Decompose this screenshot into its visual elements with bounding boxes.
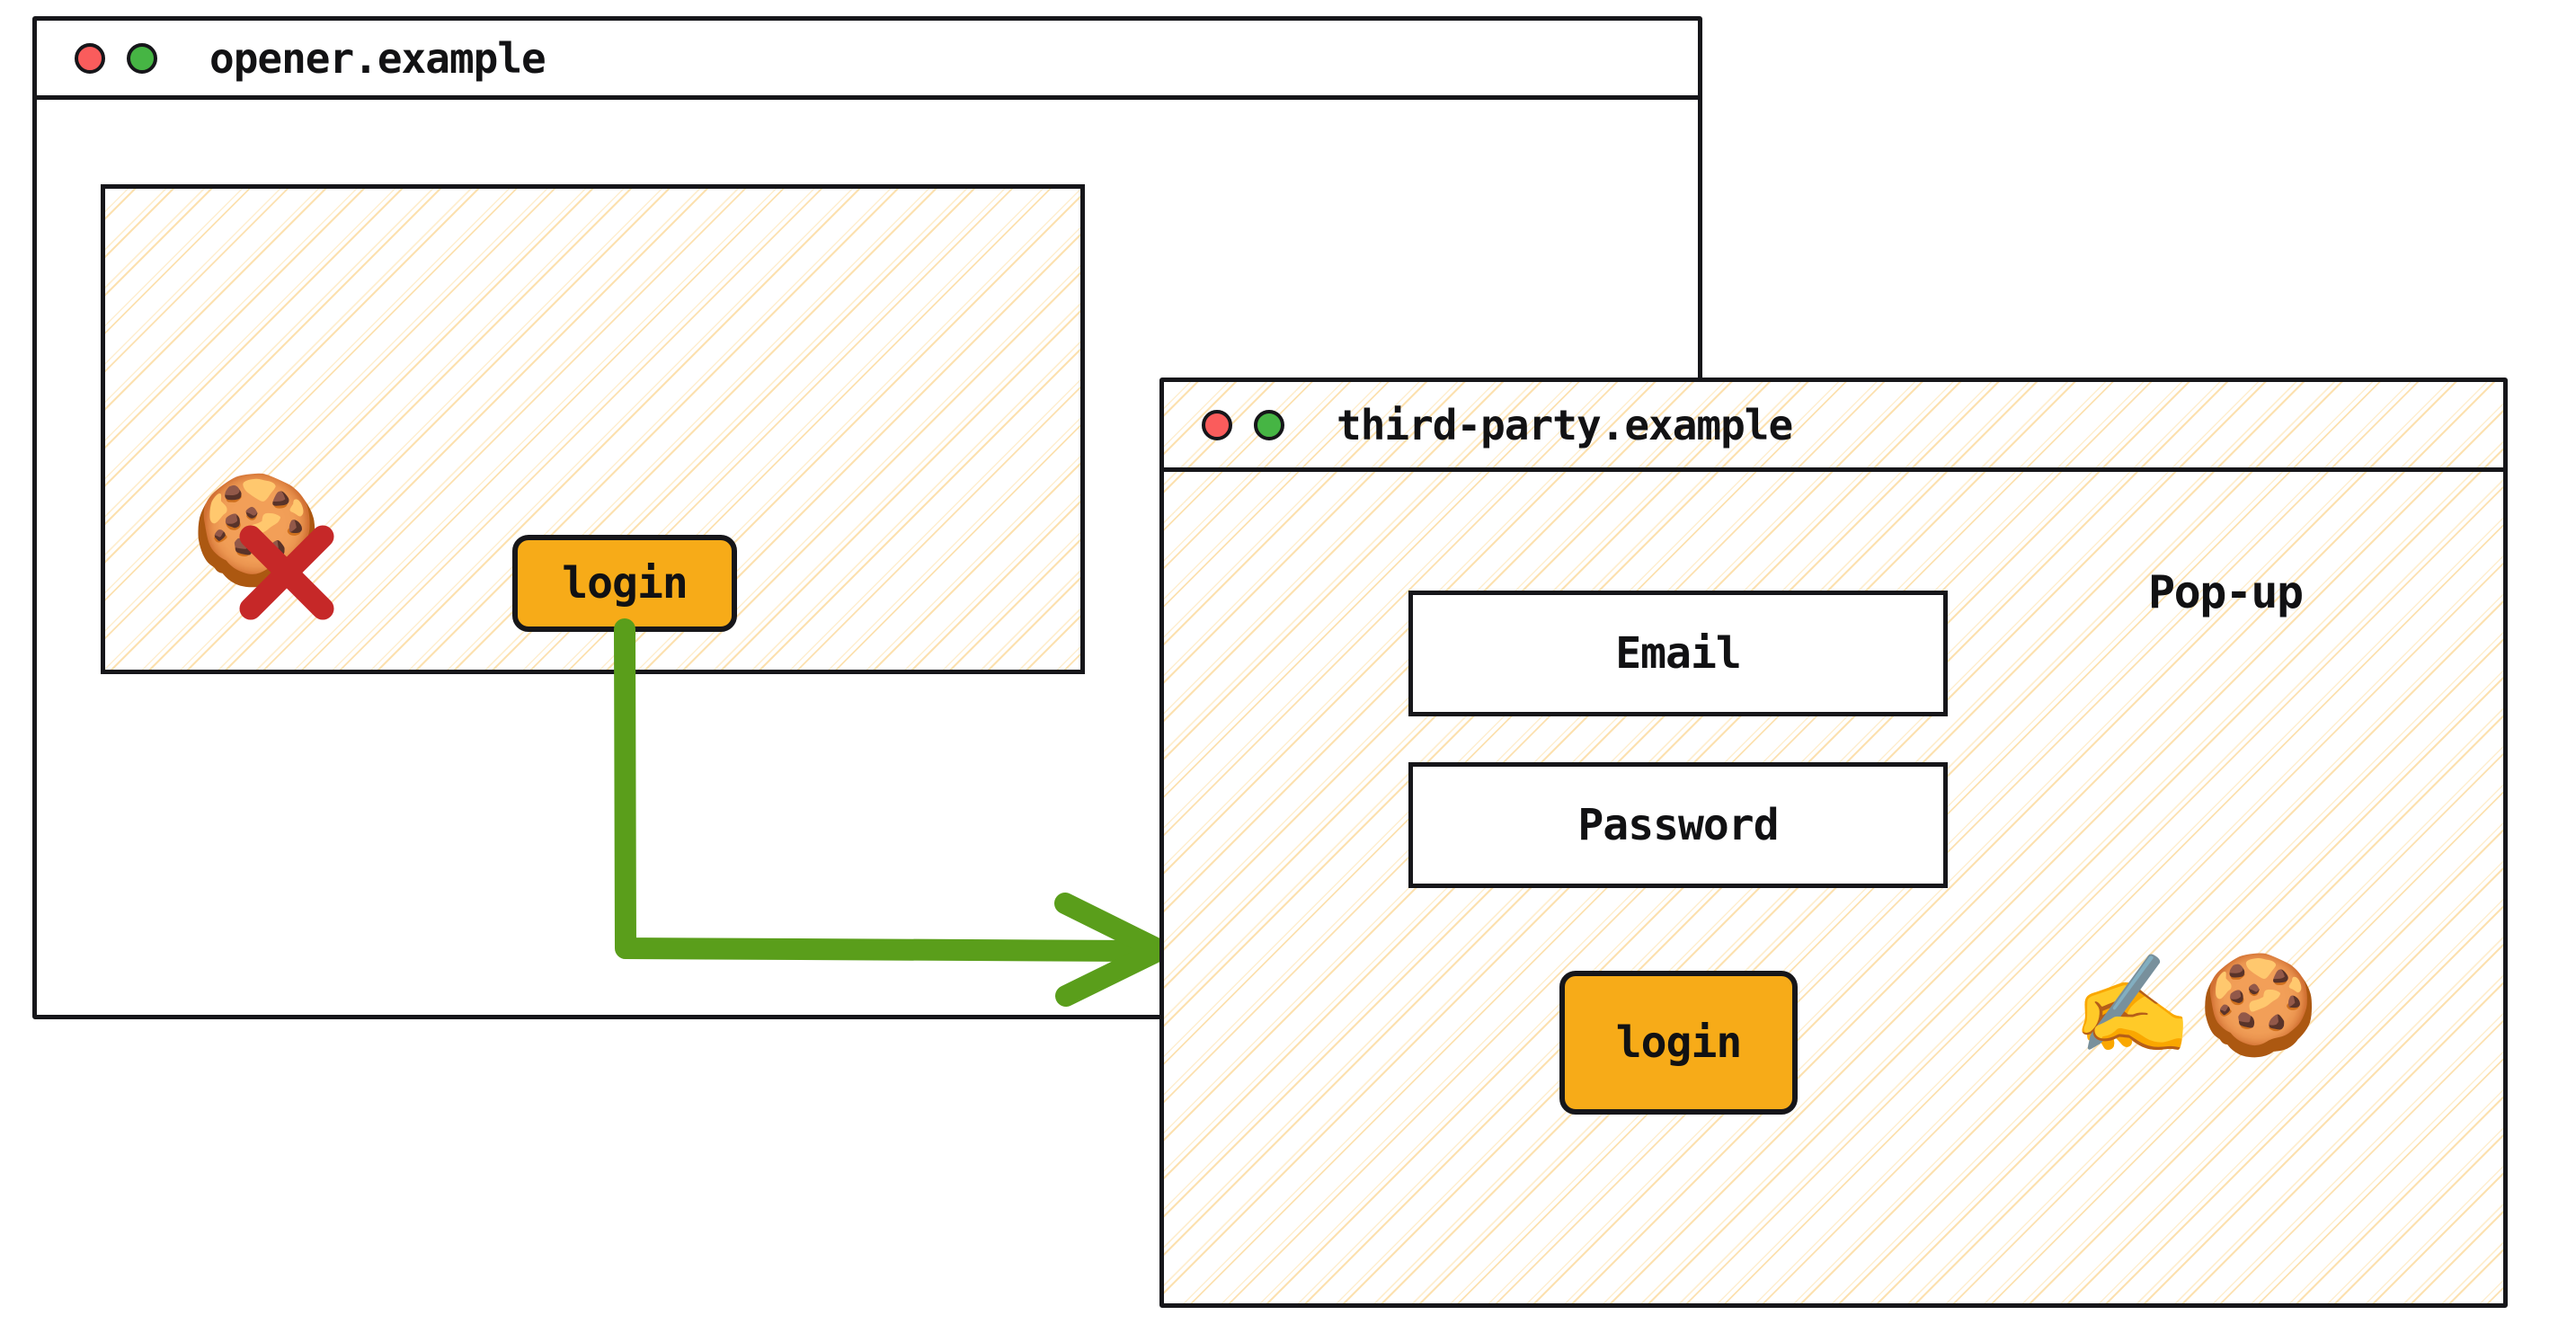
popup-titlebar: third-party.example — [1164, 382, 2503, 472]
maximize-light-icon[interactable] — [127, 42, 157, 74]
writing-hand-icon: ✍️ — [2072, 949, 2193, 1062]
opener-window-title: opener.example — [209, 33, 546, 83]
red-cross-icon — [239, 525, 334, 620]
popup-login-button[interactable]: login — [1559, 971, 1798, 1115]
close-light-icon[interactable] — [75, 42, 105, 74]
cookie-icon: 🍪 — [2198, 949, 2319, 1062]
opener-traffic-lights — [75, 42, 157, 74]
popup-traffic-lights — [1202, 409, 1284, 440]
popup-annotation-label: Pop-up — [2148, 566, 2304, 618]
cookie-signing-group: ✍️ 🍪 — [2072, 957, 2319, 1054]
close-light-icon[interactable] — [1202, 409, 1232, 440]
blocked-cookie-group: 🍪 — [191, 476, 361, 620]
opener-titlebar: opener.example — [37, 21, 1698, 100]
popup-browser-window: third-party.example Email Password login… — [1159, 378, 2508, 1308]
password-field[interactable]: Password — [1408, 762, 1948, 888]
popup-window-content: Email Password login Pop-up ✍️ 🍪 — [1164, 472, 2503, 1303]
popup-window-title: third-party.example — [1337, 400, 1793, 449]
maximize-light-icon[interactable] — [1254, 409, 1284, 440]
iframe-login-button[interactable]: login — [512, 535, 737, 632]
email-field[interactable]: Email — [1408, 591, 1948, 716]
